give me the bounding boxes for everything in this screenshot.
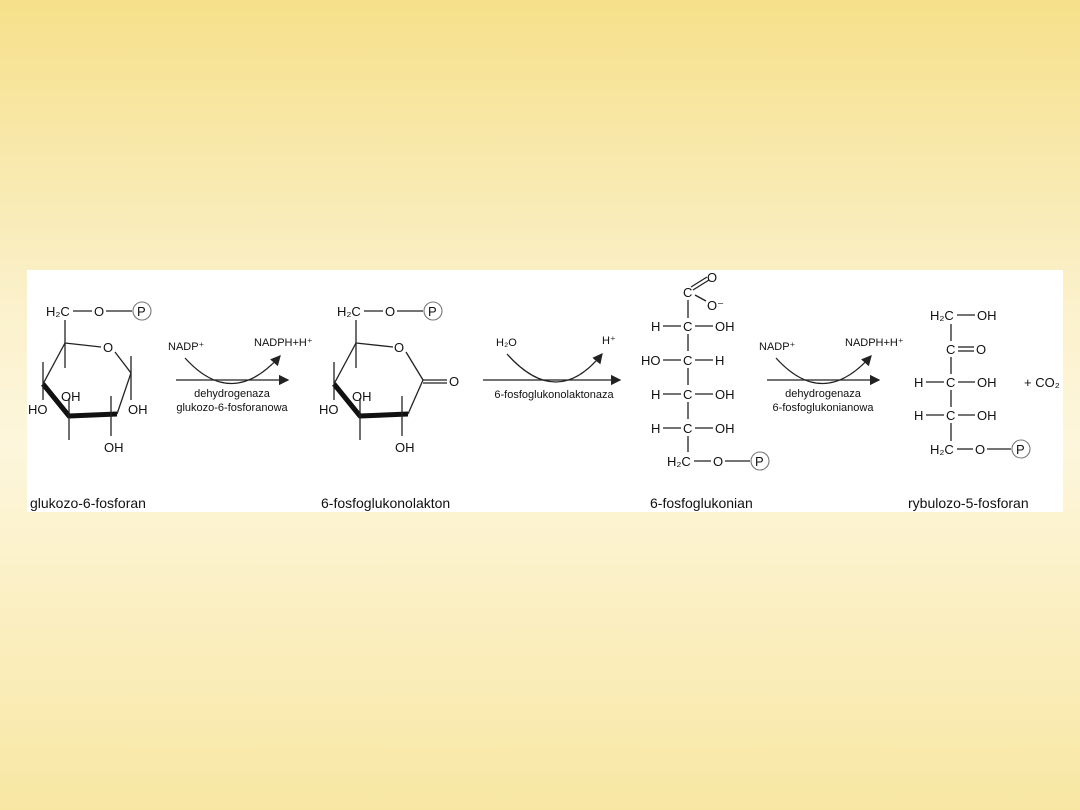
phosphate-circle	[750, 451, 770, 471]
keto-oxygen: O	[976, 342, 986, 357]
enzyme-label: dehydrogenaza	[194, 388, 271, 400]
bond	[114, 351, 132, 374]
reaction-arrow-3: NADP⁺ NADPH+H⁺ dehydrogenaza 6-fosfogluk…	[759, 337, 904, 414]
atom-oh: OH	[128, 402, 148, 417]
atom-h2c: H₂C	[337, 304, 361, 319]
atom-h2c: H₂C	[46, 304, 70, 319]
bond	[42, 342, 66, 385]
atom-h: H	[715, 353, 724, 368]
compound-label-ribulose-5-phosphate: rybulozo-5-fosforan	[908, 495, 1029, 511]
compound-label-phosphogluconate: 6-fosfoglukonian	[650, 495, 753, 511]
reaction-arrow-2: H₂O H⁺ 6-fosfoglukonolaktonaza	[483, 335, 622, 401]
bond	[407, 379, 424, 415]
ring-oxygen: O	[103, 340, 113, 355]
phosphate-circle	[1011, 439, 1031, 459]
cofactor-out: NADPH+H⁺	[845, 337, 904, 349]
cofactor-in: NADP⁺	[759, 341, 796, 353]
6-phosphogluconate-structure: O C O⁻ H C OH HO C H H	[641, 270, 770, 511]
atom-h: H	[914, 375, 923, 390]
atom-o: O	[975, 442, 985, 457]
atom-c: C	[683, 353, 692, 368]
carbonyl-oxygen: O	[449, 374, 459, 389]
atom-c: C	[683, 387, 692, 402]
atom-c: C	[683, 285, 692, 300]
atom-oh: OH	[104, 440, 124, 455]
compound-label-glucose-6-phosphate: glukozo-6-fosforan	[30, 495, 146, 511]
atom-oh: OH	[61, 389, 81, 404]
bond	[690, 276, 708, 288]
atom-p: P	[1016, 442, 1025, 457]
bond	[355, 342, 394, 348]
atom-h: H	[651, 387, 660, 402]
atom-p: P	[137, 304, 146, 319]
6-phosphogluconolactone-structure: H₂C O P O O	[319, 301, 459, 511]
atom-h2c: H₂C	[930, 442, 954, 457]
atom-ho: HO	[319, 402, 339, 417]
cofactor-curve	[184, 355, 281, 385]
atom-ho: HO	[28, 402, 48, 417]
atom-oh: OH	[352, 389, 372, 404]
atom-h2c: H₂C	[930, 308, 954, 323]
bond	[405, 351, 424, 381]
cofactor-curve	[775, 355, 872, 385]
atom-h: H	[914, 408, 923, 423]
water-curve	[506, 352, 603, 383]
phosphate-circle	[132, 301, 152, 321]
enzyme-label: glukozo-6-fosforanowa	[176, 402, 288, 414]
cofactor-out: NADPH+H⁺	[254, 337, 313, 349]
bond	[64, 342, 102, 348]
glucose-6-phosphate-structure: H₂C O P O	[28, 301, 152, 511]
reactant-water: H₂O	[496, 337, 517, 349]
bond	[692, 279, 710, 291]
atom-h: H	[651, 421, 660, 436]
atom-c: C	[946, 342, 955, 357]
atom-oh: OH	[715, 387, 735, 402]
bond	[333, 342, 357, 385]
atom-c: C	[946, 375, 955, 390]
enzyme-label: 6-fosfoglukonolaktonaza	[494, 389, 614, 401]
atom-h: H	[651, 319, 660, 334]
atom-oh: OH	[977, 408, 997, 423]
bond	[116, 372, 132, 415]
ring-oxygen: O	[394, 340, 404, 355]
carboxylate-oxygen: O⁻	[707, 298, 724, 313]
cofactor-in: NADP⁺	[168, 341, 205, 353]
atom-ho: HO	[641, 353, 661, 368]
atom-oh: OH	[715, 319, 735, 334]
byproduct-co2: + CO₂	[1024, 375, 1060, 390]
pentose-phosphate-pathway-figure: H₂C O P O	[27, 270, 1063, 512]
atom-p: P	[755, 454, 764, 469]
atom-oh: OH	[395, 440, 415, 455]
atom-p: P	[428, 304, 437, 319]
phosphate-circle	[423, 301, 443, 321]
product-proton: H⁺	[602, 335, 616, 347]
atom-o: O	[713, 454, 723, 469]
atom-c: C	[946, 408, 955, 423]
atom-o: O	[385, 304, 395, 319]
atom-oh: OH	[715, 421, 735, 436]
enzyme-label: dehydrogenaza	[785, 388, 862, 400]
compound-label-phosphogluconolactone: 6-fosfoglukonolakton	[321, 495, 450, 511]
enzyme-label: 6-fosfoglukonianowa	[773, 402, 875, 414]
bond	[694, 294, 707, 302]
reaction-arrow-1: NADP⁺ NADPH+H⁺ dehydrogenaza glukozo-6-f…	[168, 337, 313, 414]
ribulose-5-phosphate-structure: H₂C OH C O H C OH H C OH	[908, 308, 1060, 511]
atom-oh: OH	[977, 375, 997, 390]
atom-o: O	[94, 304, 104, 319]
atom-oh: OH	[977, 308, 997, 323]
atom-c: C	[683, 421, 692, 436]
atom-c: C	[683, 319, 692, 334]
reaction-scheme: H₂C O P O	[28, 270, 1060, 511]
carboxyl-oxygen: O	[707, 270, 717, 285]
atom-h2c: H₂C	[667, 454, 691, 469]
